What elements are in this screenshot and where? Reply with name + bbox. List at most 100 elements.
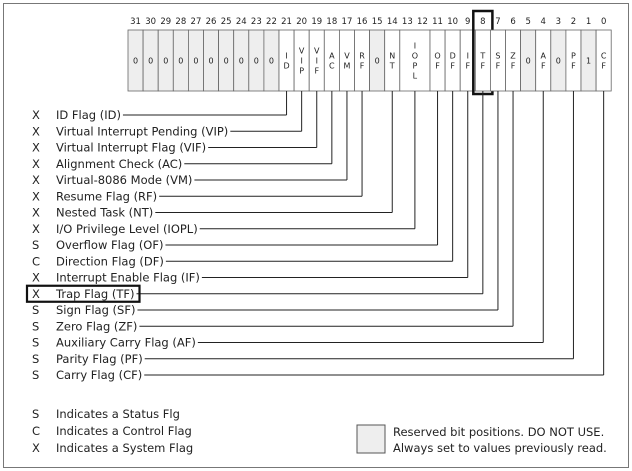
bit-number-25: 25	[221, 17, 232, 27]
flag-type-1: X	[32, 124, 40, 138]
bit-number-13: 13	[402, 17, 413, 27]
bit-cell-text-13-3: L	[413, 72, 418, 81]
flag-type-13: S	[32, 319, 39, 333]
bit-number-15: 15	[372, 17, 383, 27]
bit-cell-text-2-0: P	[571, 52, 576, 61]
bit-number-29: 29	[160, 17, 171, 27]
reserved-note-line1: Reserved bit positions. DO NOT USE.	[393, 425, 604, 439]
bit-cell-text-9-0: I	[467, 52, 469, 61]
reserved-note: Reserved bit positions. DO NOT USE. Alwa…	[356, 424, 607, 455]
flag-type-2: X	[32, 141, 40, 155]
flag-type-12: S	[32, 303, 39, 317]
bit-number-22: 22	[266, 17, 277, 27]
bit-cell-text-13-1: O	[412, 52, 418, 61]
flag-label-5: Resume Flag (RF)	[56, 189, 157, 203]
flag-label-10: Interrupt Enable Flag (IF)	[56, 271, 200, 285]
bit-cell-text-8-1: F	[481, 62, 486, 71]
bit-cell-text-22-0: 0	[269, 57, 274, 66]
bit-cell-2	[565, 29, 582, 92]
bit-number-26: 26	[206, 17, 217, 27]
bit-cell-text-7-1: F	[496, 62, 501, 71]
flag-type-14: S	[32, 336, 39, 350]
bit-number-4: 4	[541, 17, 546, 27]
bit-cell-text-24-0: 0	[239, 57, 244, 66]
bit-cell-text-30-0: 0	[148, 57, 153, 66]
bit-number-23: 23	[251, 17, 262, 27]
bit-cell-text-18-1: C	[329, 62, 335, 71]
bit-number-9: 9	[465, 17, 470, 27]
flag-type-9: C	[32, 254, 40, 268]
legend-text-1: Indicates a Control Flag	[56, 424, 192, 438]
bit-cell-text-0-0: C	[601, 52, 607, 61]
legend-text-0: Indicates a Status Flg	[56, 407, 180, 421]
bit-number-5: 5	[525, 17, 530, 27]
reserved-swatch	[356, 424, 386, 454]
bit-cell-16	[354, 29, 371, 92]
legend-code-1: C	[32, 424, 40, 438]
bit-number-20: 20	[296, 17, 307, 27]
bit-number-1: 1	[586, 17, 591, 27]
bit-cell-text-19-0: V	[314, 47, 320, 56]
bit-cell-text-11-0: O	[434, 52, 440, 61]
bit-cell-text-10-0: D	[450, 52, 456, 61]
bit-cell-text-21-1: D	[283, 62, 289, 71]
bit-number-28: 28	[175, 17, 186, 27]
flag-type-6: X	[32, 206, 40, 220]
bit-cell-text-6-0: Z	[510, 52, 516, 61]
bit-cell-text-13-2: P	[412, 62, 417, 71]
bit-cell-text-25-0: 0	[224, 57, 229, 66]
bit-cell-text-19-2: F	[314, 67, 319, 76]
bit-cell-text-3-0: 0	[556, 57, 561, 66]
flag-label-14: Auxiliary Carry Flag (AF)	[56, 336, 196, 350]
bit-cell-text-29-0: 0	[163, 57, 168, 66]
reserved-note-line2: Always set to values previously read.	[393, 441, 607, 455]
bit-cell-text-18-0: A	[329, 52, 335, 61]
legend-code-2: X	[32, 441, 40, 455]
bit-cell-8	[474, 29, 491, 92]
bit-cell-text-0-1: F	[601, 62, 606, 71]
bit-cell-text-28-0: 0	[178, 57, 183, 66]
flag-label-7: I/O Privilege Level (IOPL)	[56, 222, 198, 236]
flag-label-1: Virtual Interrupt Pending (VIP)	[56, 124, 228, 138]
bit-cell-text-20-1: I	[300, 57, 302, 66]
bit-cell-13	[399, 29, 431, 92]
bit-cell-text-15-0: 0	[375, 57, 380, 66]
bit-number-19: 19	[311, 17, 322, 27]
bit-cell-text-4-0: A	[541, 52, 547, 61]
bit-cell-text-31-0: 0	[133, 57, 138, 66]
legend-text-2: Indicates a System Flag	[56, 441, 193, 455]
flag-type-7: X	[32, 222, 40, 236]
flag-label-0: ID Flag (ID)	[56, 108, 121, 122]
bit-cell-text-2-1: F	[571, 62, 576, 71]
bit-cell-text-17-0: V	[344, 52, 350, 61]
connector-lines	[122, 91, 605, 376]
flag-type-5: X	[32, 189, 40, 203]
bit-cell-text-6-1: F	[511, 62, 516, 71]
flag-label-16: Carry Flag (CF)	[56, 368, 142, 382]
bit-cell-text-8-0: T	[479, 52, 485, 61]
bit-number-0: 0	[601, 17, 606, 27]
bit-number-24: 24	[236, 17, 247, 27]
bit-number-31: 31	[130, 17, 141, 27]
bit-cell-text-13-0: I	[414, 42, 416, 51]
bit-number-30: 30	[145, 17, 156, 27]
bit-cell-text-1-0: 1	[586, 57, 591, 66]
flag-type-8: S	[32, 238, 39, 252]
flag-type-11: X	[32, 287, 40, 301]
bit-cell-text-16-0: R	[359, 52, 365, 61]
bit-number-11: 11	[432, 17, 443, 27]
bit-cell-text-14-1: T	[389, 62, 395, 71]
bit-cell-0	[595, 29, 612, 92]
flag-label-3: Alignment Check (AC)	[56, 157, 182, 171]
bit-cell-text-9-1: F	[465, 62, 470, 71]
flag-label-9: Direction Flag (DF)	[56, 254, 164, 268]
bit-cell-text-19-1: I	[316, 57, 318, 66]
bit-number-17: 17	[342, 17, 353, 27]
flag-type-3: X	[32, 157, 40, 171]
bit-cell-4	[535, 29, 552, 92]
